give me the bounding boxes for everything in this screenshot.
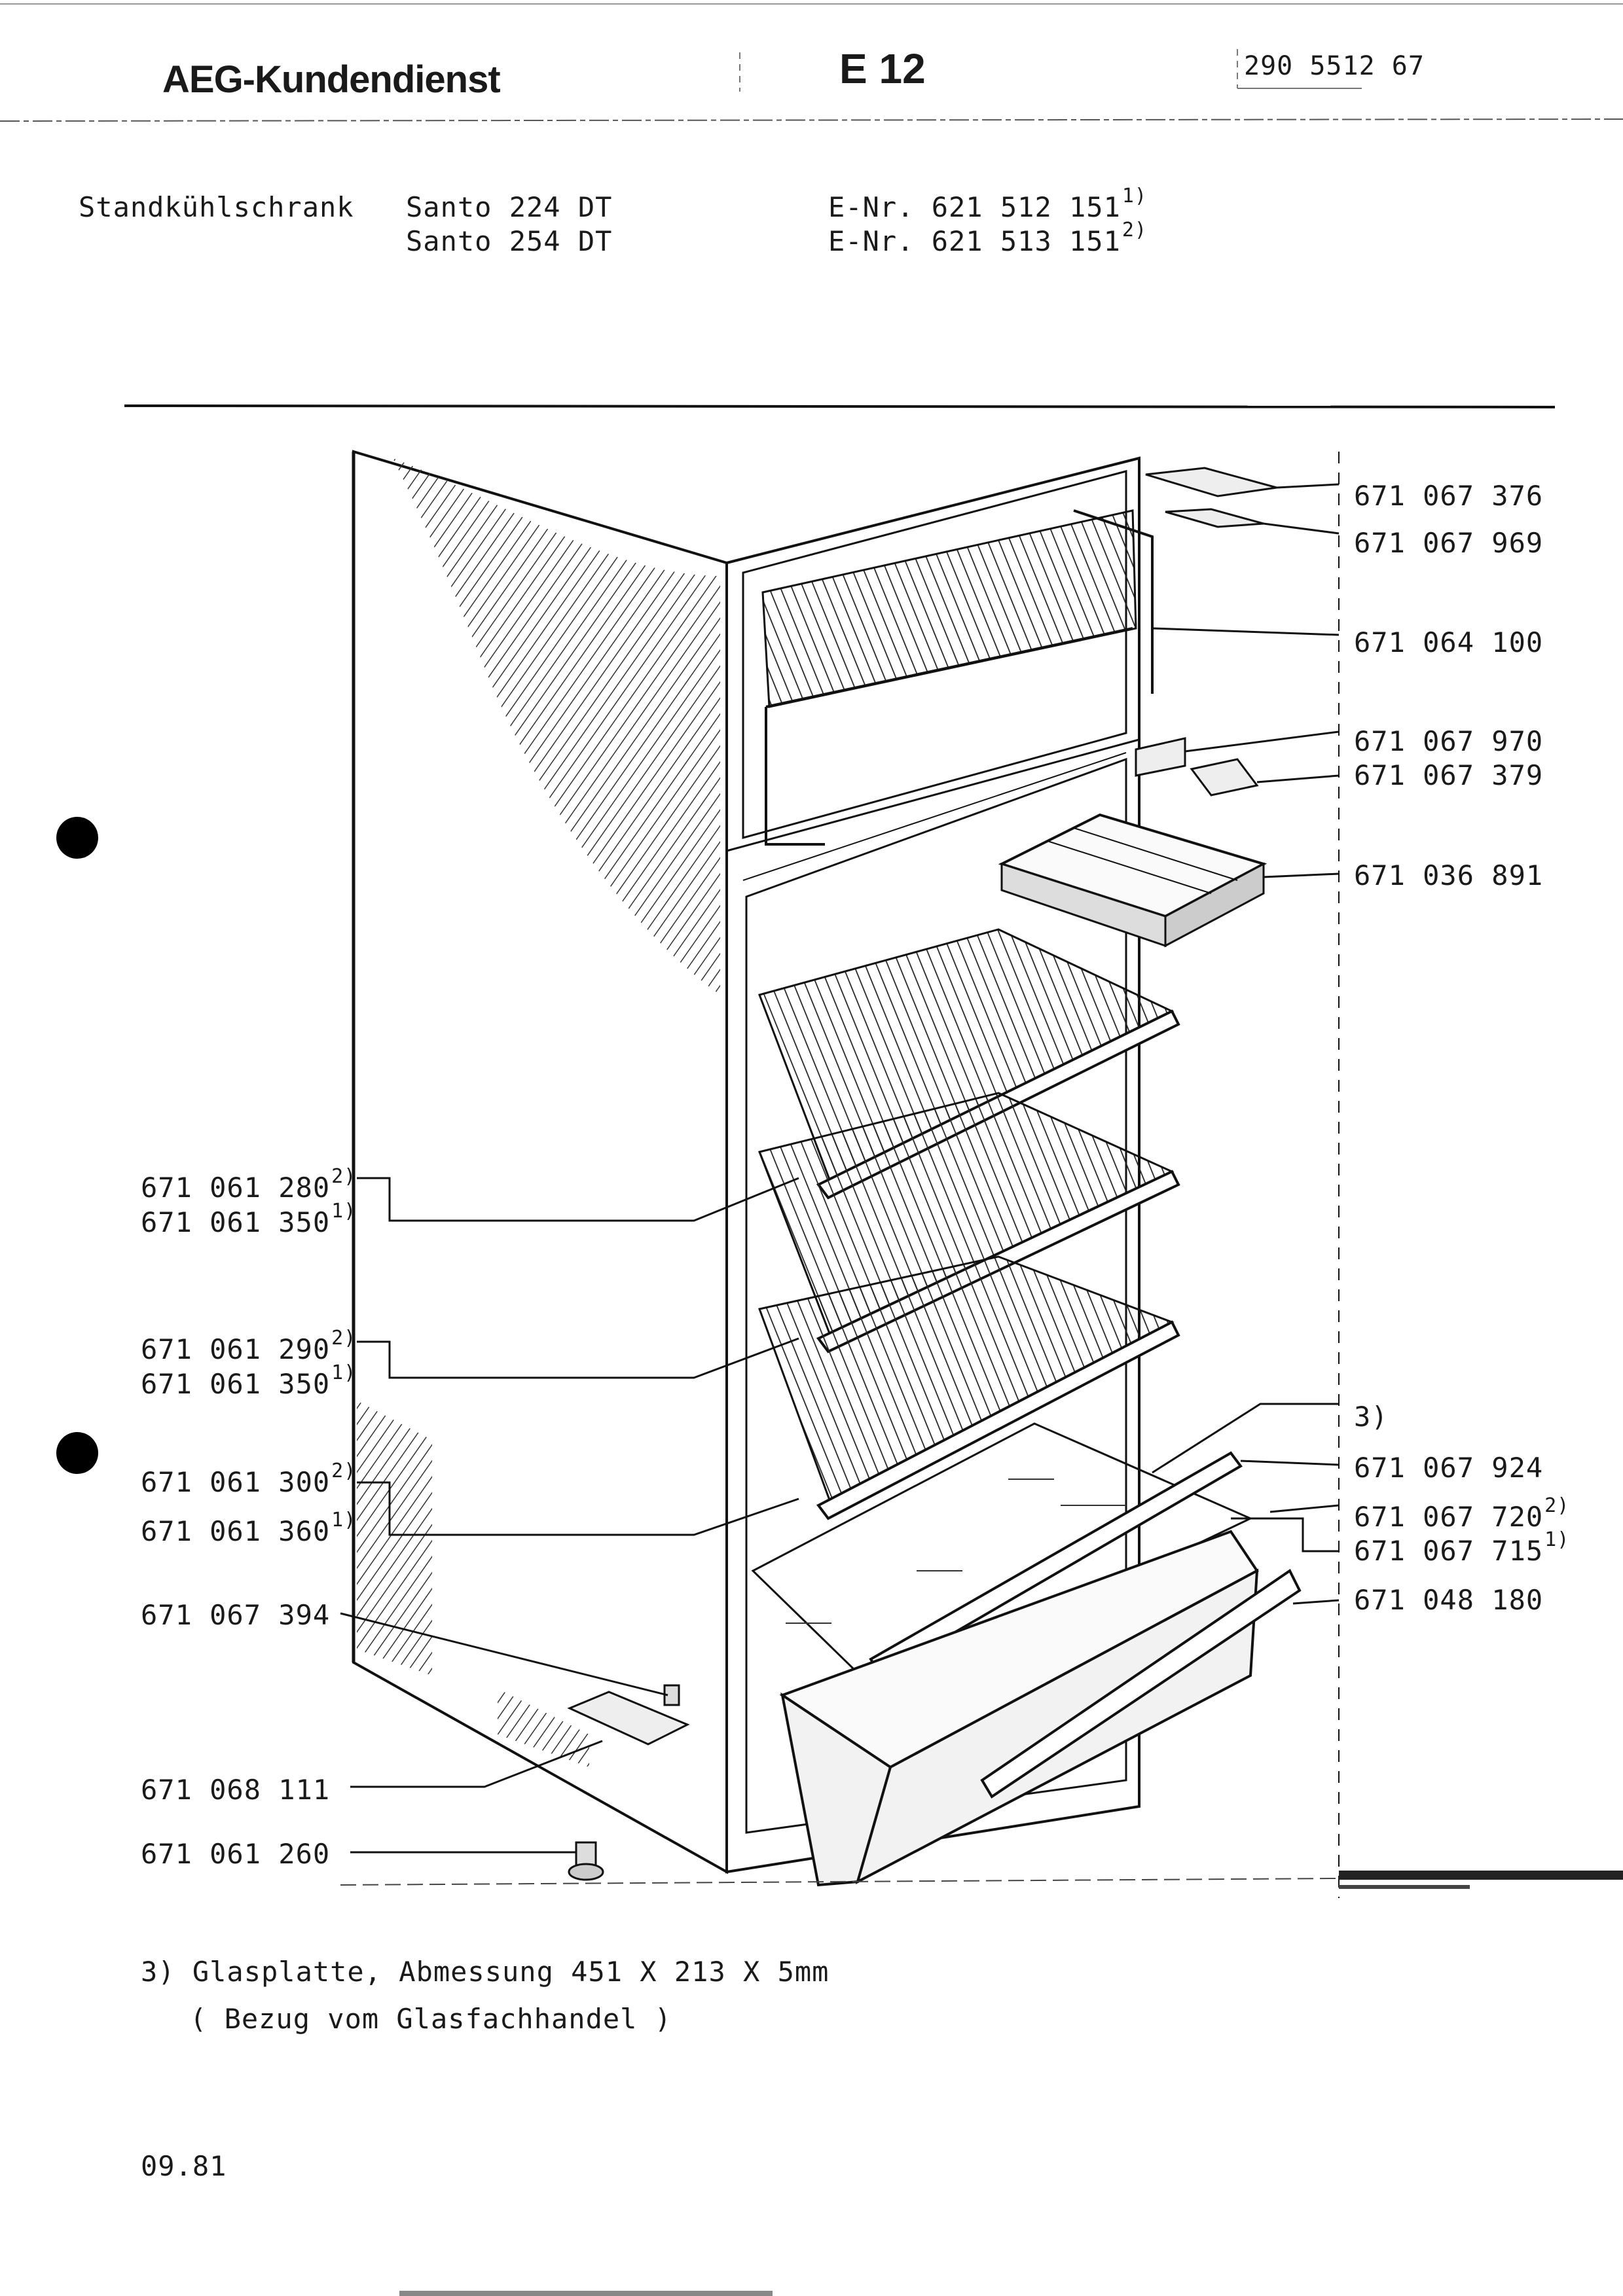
part-label-right: 671 067 7151) (1354, 1528, 1570, 1567)
part-label-left: 671 068 111 (141, 1774, 331, 1806)
part-label-left: 671 061 2902) (141, 1327, 357, 1365)
brand-title: AEG-Kundendienst (162, 58, 501, 101)
ice-cube-tray (998, 813, 1267, 948)
enr-row-1: E-Nr. 621 512 1511) (828, 185, 1147, 223)
punch-hole (56, 817, 98, 859)
part-label-left: 671 067 394 (141, 1599, 331, 1631)
part-label-left: 671 061 3601) (141, 1509, 357, 1547)
footnote-marker-3: 3) (1354, 1401, 1389, 1433)
part-label-left: 671 061 2802) (141, 1165, 357, 1204)
part-label-left: 671 061 260 (141, 1838, 331, 1870)
enr-note: 1) (1122, 185, 1148, 207)
bottom-hinge-and-foot (567, 1684, 690, 1881)
vegetable-crisper-drawer (779, 1530, 1302, 1887)
enr-label: E-Nr. (828, 225, 915, 257)
header-rules (0, 3, 1623, 408)
enr-row-2: E-Nr. 621 513 1512) (828, 219, 1147, 257)
page-edge-marks (340, 1871, 1623, 2296)
part-label-right: 671 048 180 (1354, 1584, 1544, 1616)
freezer-wire-rack (761, 509, 1154, 846)
model-2: Santo 254 DT (406, 225, 613, 257)
leader-lines-left (340, 1177, 799, 1854)
part-label-left: 671 061 3002) (141, 1460, 357, 1498)
part-label-right: 671 064 100 (1354, 626, 1544, 658)
part-label-right: 671 067 379 (1354, 759, 1544, 791)
enr-note: 2) (1122, 219, 1148, 242)
cabinet-front (725, 456, 1140, 1874)
issue-date: 09.81 (141, 2150, 227, 2182)
footnote-glass-plate: 3) Glasplatte, Abmessung 451 X 213 X 5mm (141, 1956, 830, 1988)
enr-value: 621 513 151 (931, 225, 1121, 257)
part-label-right: 671 067 969 (1354, 527, 1544, 559)
punch-hole (56, 1432, 98, 1474)
refrigerator-shelves (757, 928, 1180, 1520)
enr-label: E-Nr. (828, 191, 915, 223)
part-label-right: 671 036 891 (1354, 859, 1544, 891)
part-label-right: 671 067 924 (1354, 1452, 1544, 1484)
part-label-left: 671 061 3501) (141, 1361, 357, 1400)
footnote-supplier: ( Bezug vom Glasfachhandel ) (190, 2003, 672, 2035)
part-label-right: 671 067 7202) (1354, 1494, 1570, 1533)
upper-hinge-parts (1135, 467, 1277, 797)
part-label-left: 671 061 3501) (141, 1200, 357, 1238)
part-label-right: 671 067 376 (1354, 480, 1544, 512)
page-code: E 12 (839, 45, 926, 92)
enr-value: 621 512 151 (931, 191, 1121, 223)
leader-lines-right (1152, 452, 1340, 1898)
part-label-right: 671 067 970 (1354, 725, 1544, 757)
document-number: 290 5512 67 (1244, 51, 1425, 81)
cabinet-left-wall (352, 450, 728, 1874)
model-1: Santo 224 DT (406, 191, 613, 223)
product-category: Standkühlschrank (79, 191, 354, 223)
